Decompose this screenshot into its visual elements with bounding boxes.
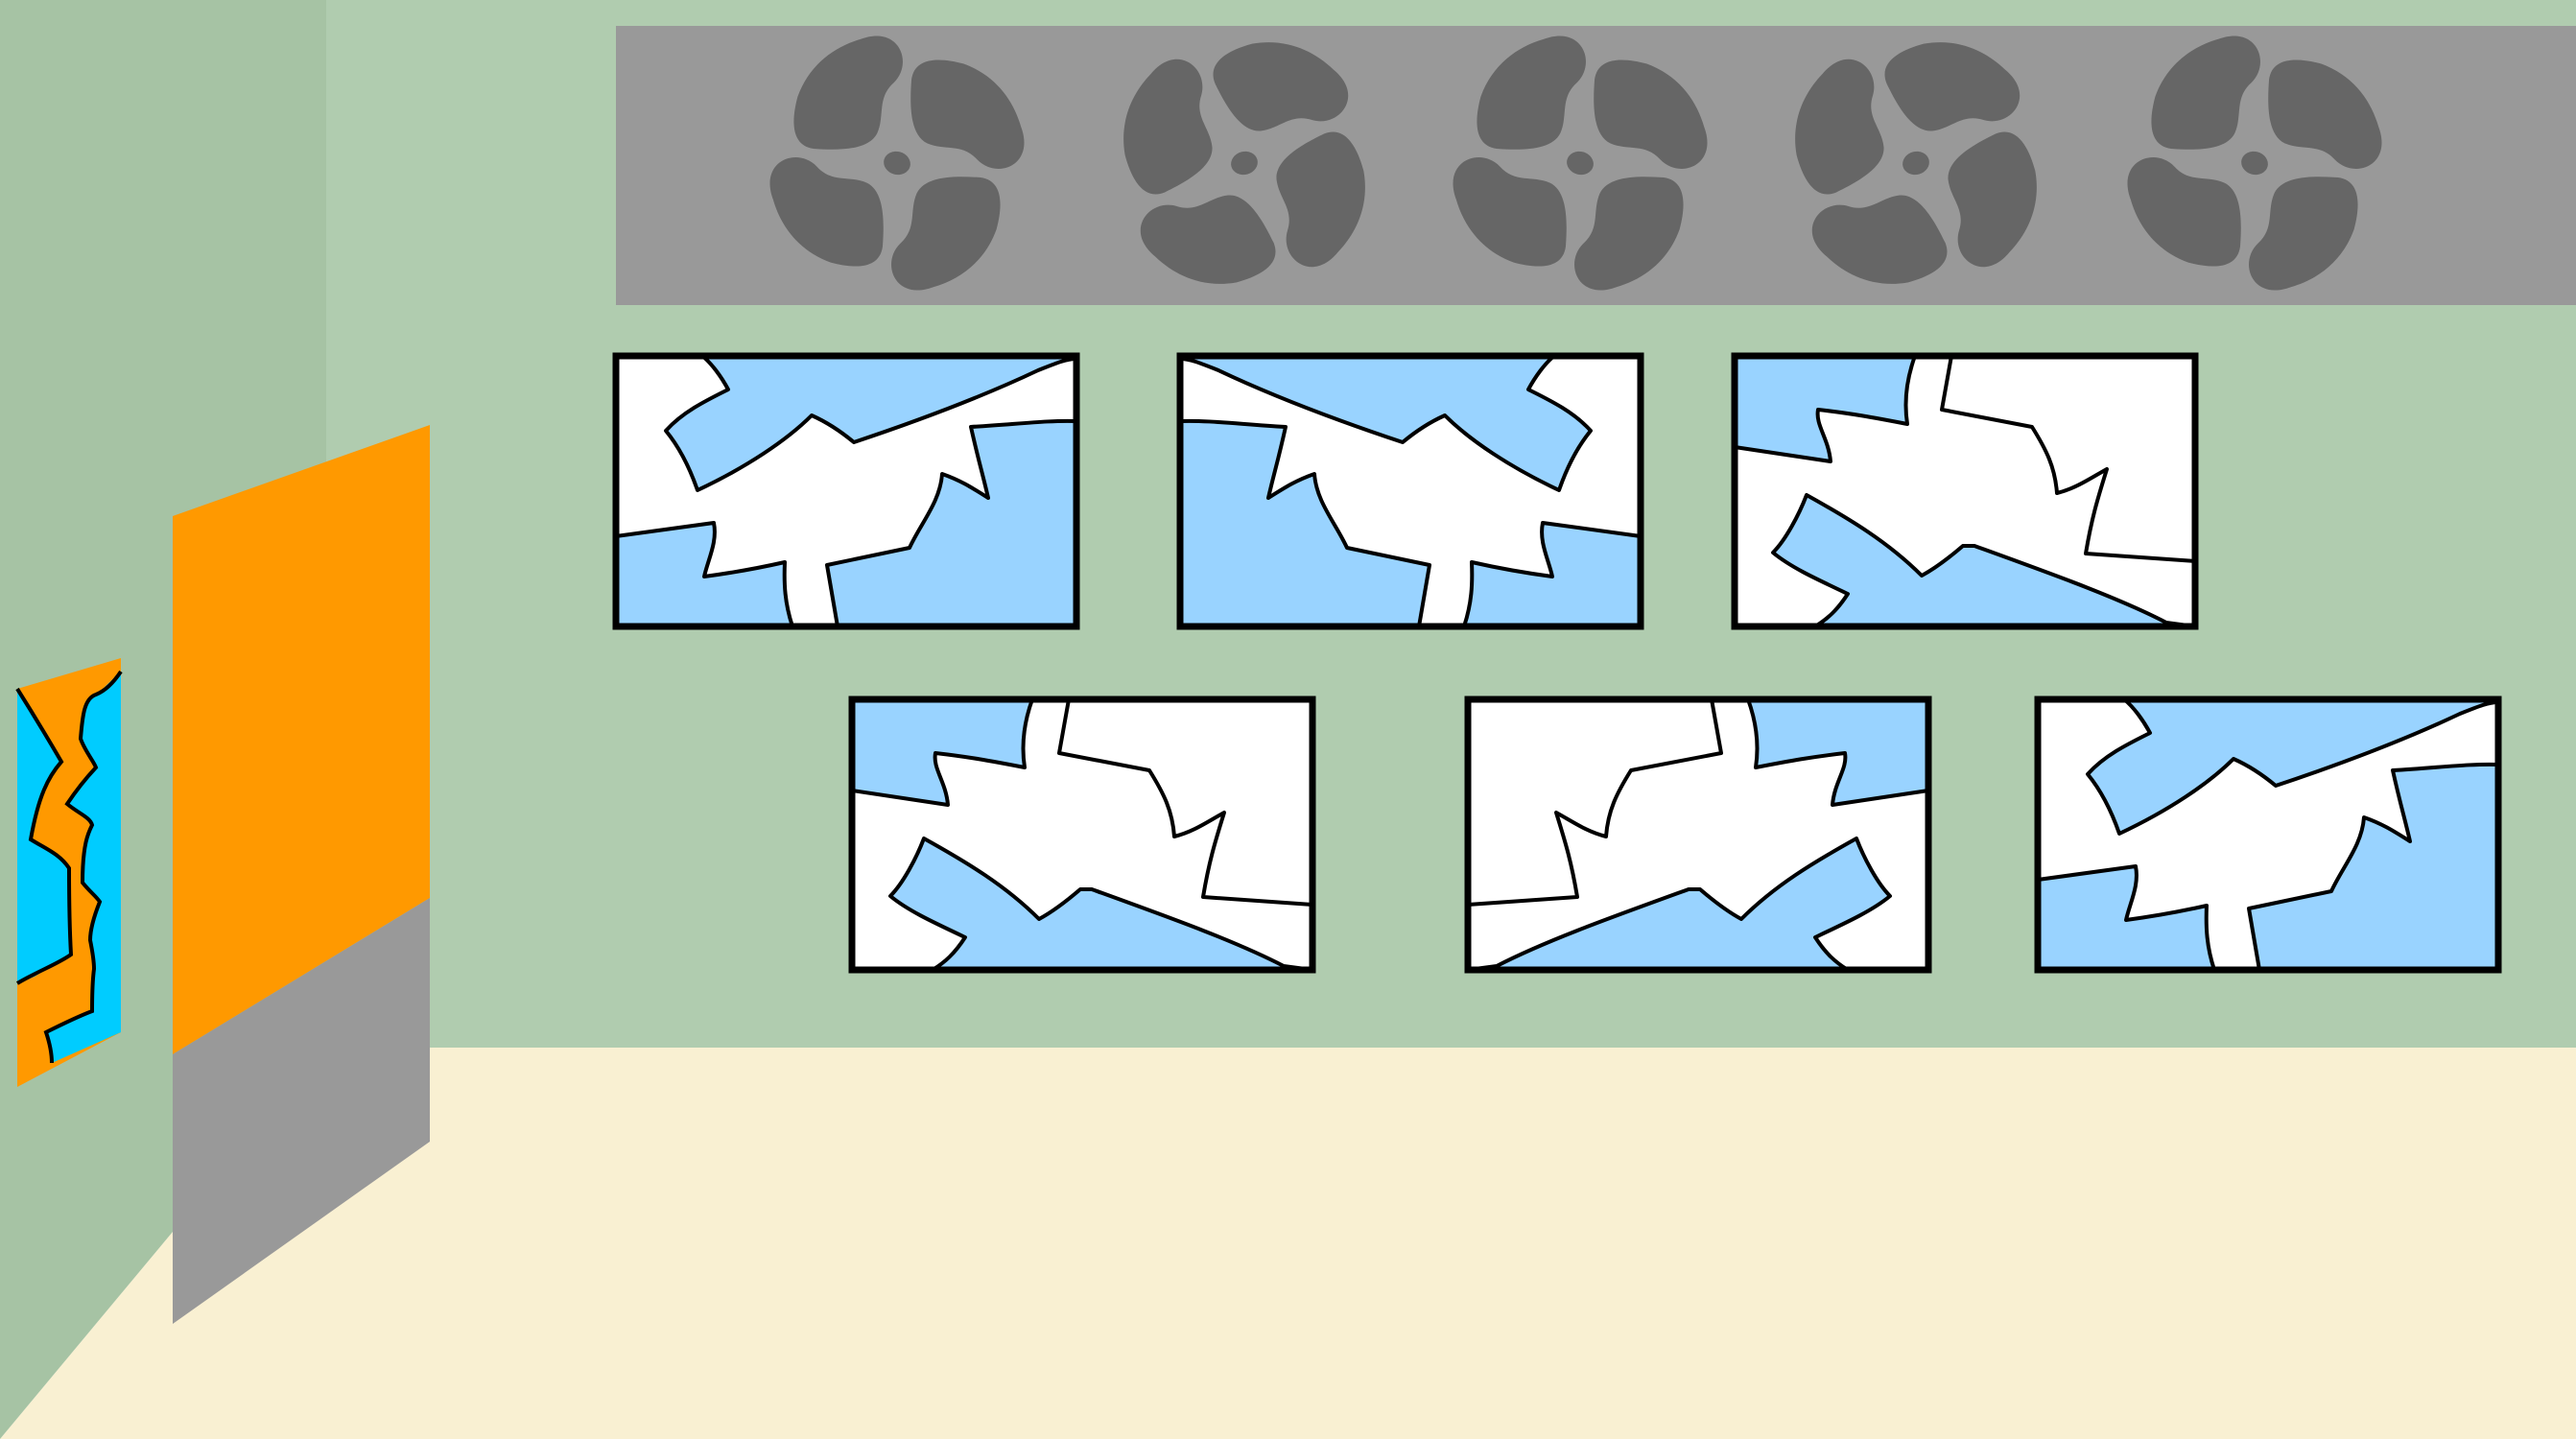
door-lower-panel [173, 898, 430, 1324]
poster-tear-line-left [15, 687, 74, 985]
window-3[interactable] [1735, 356, 2195, 626]
window-6[interactable] [2038, 699, 2498, 970]
poster-torn-area-right [46, 672, 121, 1063]
window-1[interactable] [616, 356, 1076, 626]
window-2[interactable] [1180, 356, 1641, 626]
floor [0, 1048, 2576, 1439]
vent-panel [616, 17, 2576, 309]
window-5[interactable] [1468, 699, 1928, 970]
door-upper-panel [173, 425, 430, 1054]
window-4[interactable] [852, 699, 1312, 970]
poster-torn-area [17, 689, 71, 983]
torn-poster[interactable] [15, 658, 123, 1087]
poster-tear-line-right [43, 670, 123, 1064]
door[interactable] [173, 425, 430, 1324]
